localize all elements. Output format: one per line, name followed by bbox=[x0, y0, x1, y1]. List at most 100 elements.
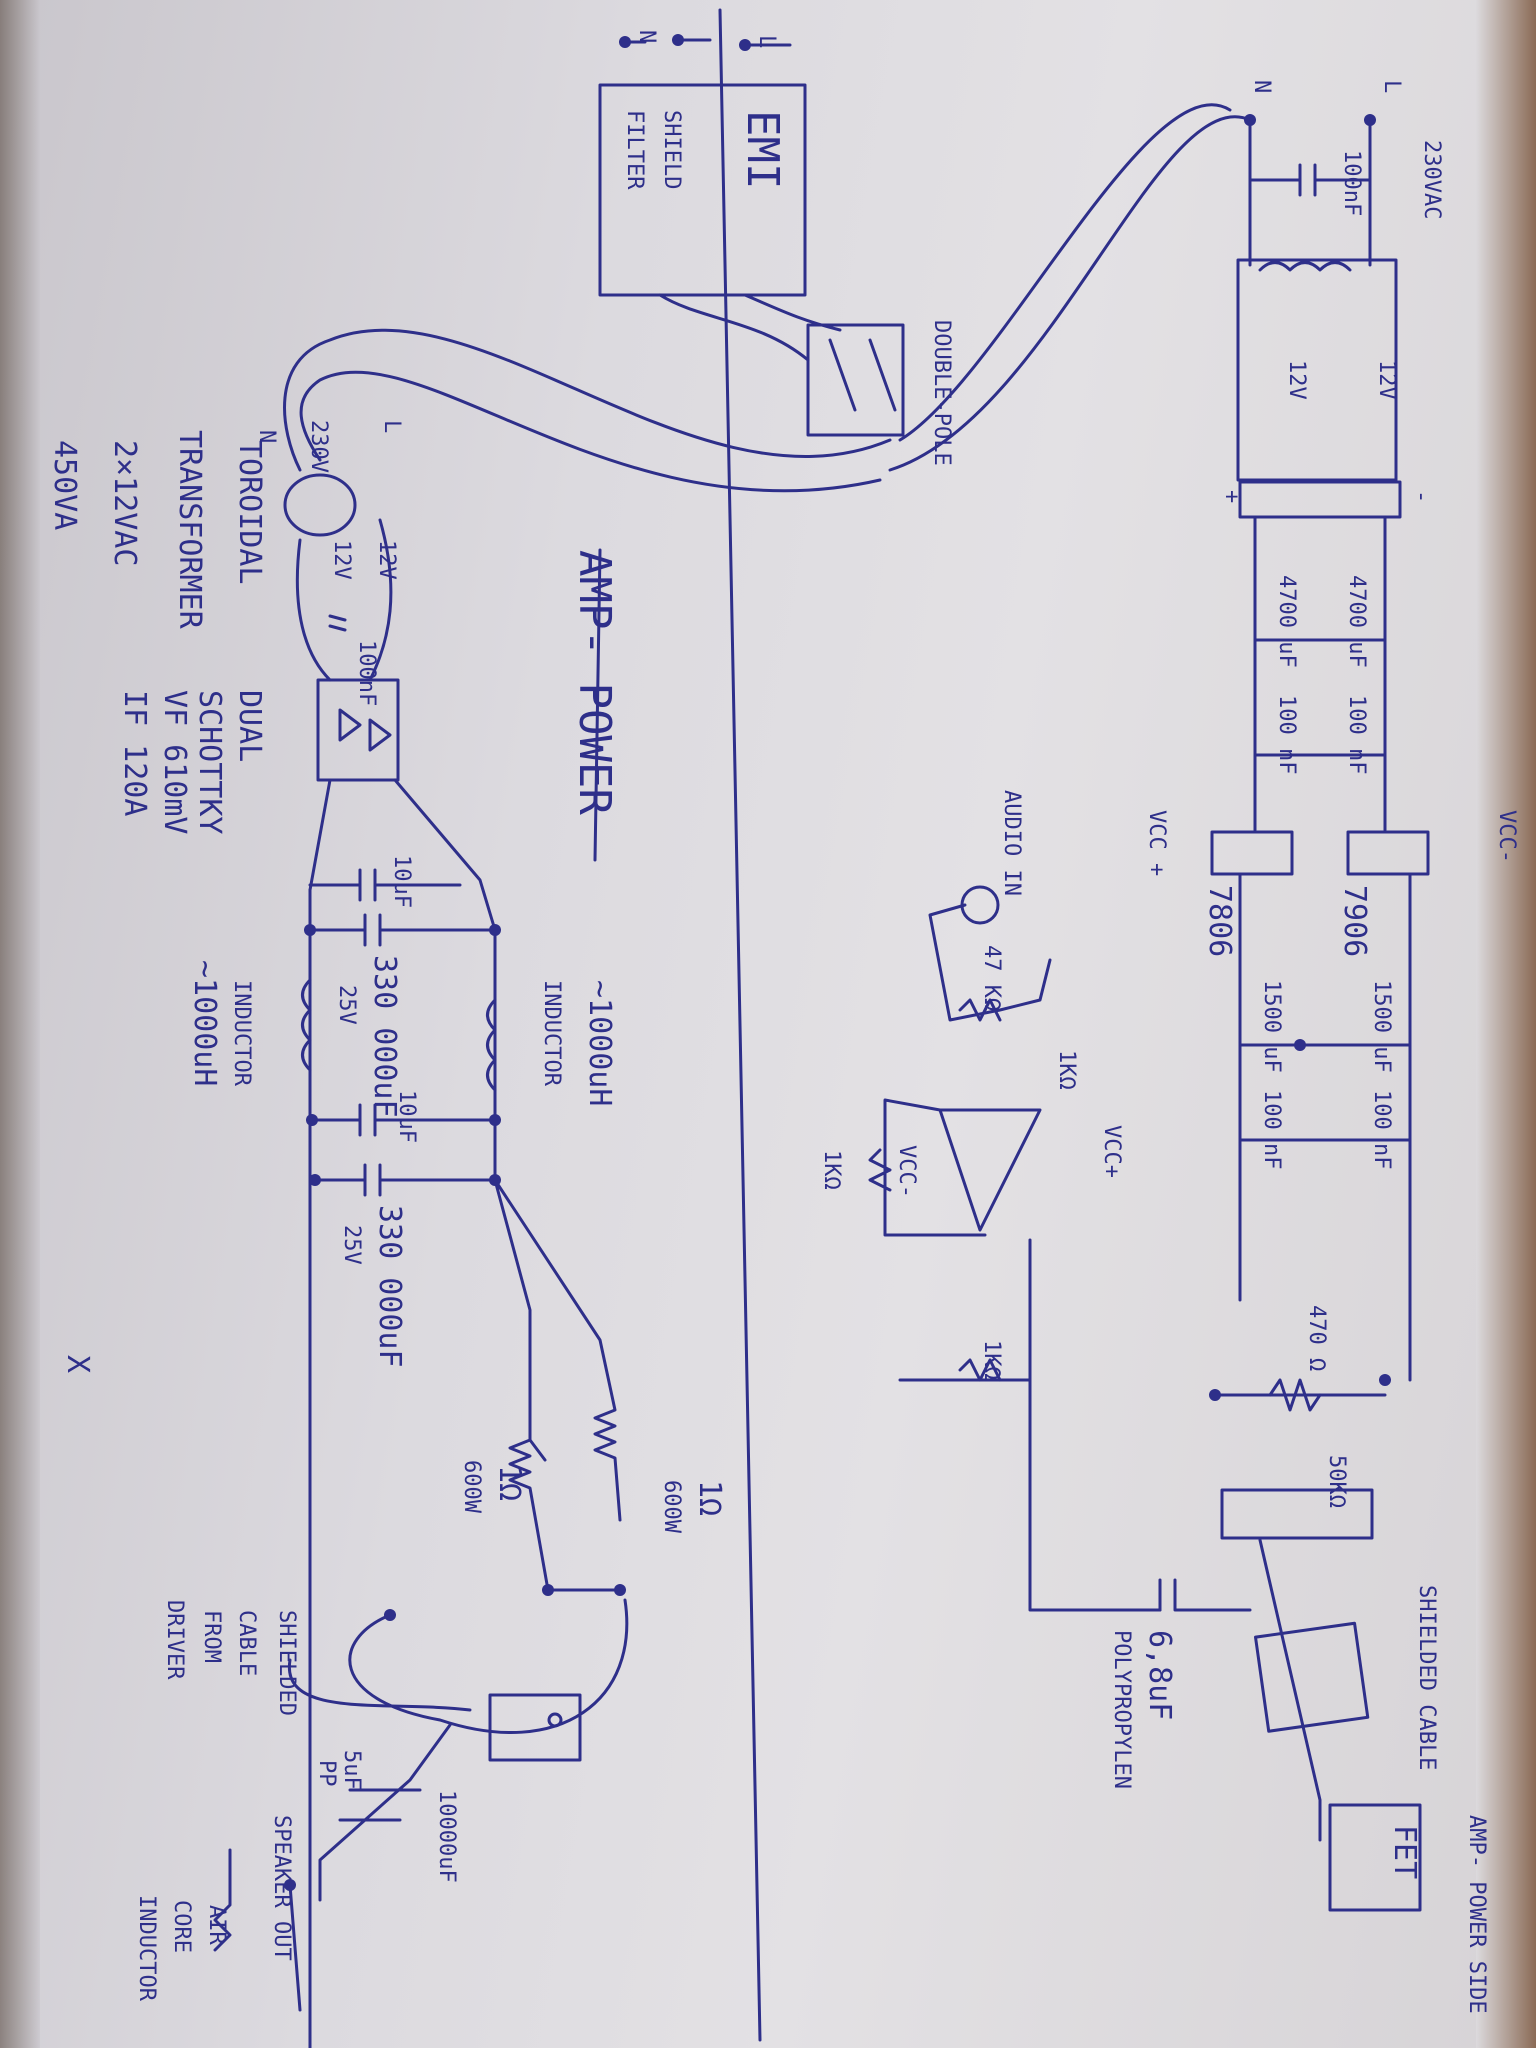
svg-text:100nF: 100nF bbox=[354, 640, 379, 706]
svg-text:1KΩ: 1KΩ bbox=[819, 1150, 844, 1190]
output-capacitors: 5uF PP 10000uF bbox=[314, 1750, 459, 1883]
mains-input: L N bbox=[619, 30, 792, 51]
mains-l-label: L bbox=[754, 35, 779, 48]
emi-filter: EMI SHIELD FILTER bbox=[598, 83, 807, 297]
svg-text:VCC+: VCC+ bbox=[1099, 1125, 1124, 1178]
audio-in-source bbox=[960, 885, 1000, 925]
tr-n-label: N bbox=[254, 430, 279, 443]
title-underline bbox=[593, 548, 602, 862]
shield-label: SHIELD bbox=[659, 110, 684, 189]
svg-text:25V: 25V bbox=[339, 1225, 364, 1265]
svg-text:100 nF: 100 nF bbox=[1274, 695, 1299, 774]
svg-text:AMP- POWER SIDE: AMP- POWER SIDE bbox=[1464, 1815, 1489, 2014]
svg-text:1KΩ: 1KΩ bbox=[979, 1340, 1004, 1380]
svg-text:INDUCTOR: INDUCTOR bbox=[134, 1895, 159, 2002]
svg-text:12V: 12V bbox=[374, 540, 399, 580]
svg-text:IF 120A: IF 120A bbox=[117, 690, 152, 816]
emi-label: EMI bbox=[737, 110, 788, 189]
filter-capacitors: 10uF 330 000uF 25V 10uF 330 000uF 25V bbox=[304, 855, 501, 1368]
svg-text:SPEAKER OUT: SPEAKER OUT bbox=[269, 1815, 294, 1961]
cable-to-right bbox=[888, 103, 1252, 472]
shielded-cable-driver-label: SHIELDED CABLE FROM DRIVER bbox=[162, 1600, 299, 1716]
svg-text:6,8uF: 6,8uF bbox=[1142, 1630, 1177, 1720]
svg-text:5uF: 5uF bbox=[339, 1750, 364, 1790]
svg-text:VCC-: VCC- bbox=[1494, 810, 1519, 863]
opamp bbox=[938, 1108, 1042, 1232]
cable-n bbox=[299, 370, 882, 493]
svg-text:600W: 600W bbox=[659, 1480, 684, 1534]
svg-text:FROM: FROM bbox=[199, 1610, 224, 1663]
schottky-rectifier bbox=[316, 678, 400, 782]
tr-primary-label: 230V bbox=[306, 420, 331, 473]
svg-text:100 nF: 100 nF bbox=[1344, 695, 1369, 774]
svg-text:N: N bbox=[1249, 80, 1274, 93]
svg-text:~1000uH: ~1000uH bbox=[187, 960, 222, 1086]
svg-text:PP: PP bbox=[314, 1760, 339, 1787]
svg-text:7906: 7906 bbox=[1337, 885, 1372, 957]
load-resistors: 1Ω 600W 1Ω 600W bbox=[459, 1178, 727, 1596]
svg-text:330 000uF: 330 000uF bbox=[372, 1205, 407, 1368]
svg-text:INDUCTOR: INDUCTOR bbox=[229, 980, 254, 1087]
svg-text:CORE: CORE bbox=[169, 1900, 194, 1953]
svg-text:VF 610mV: VF 610mV bbox=[157, 690, 192, 835]
right-schematic: L N 230VAC 100nF 12V 12V + - 4700 uF 470… bbox=[819, 80, 1519, 2014]
paper-fold-line bbox=[718, 8, 762, 2042]
svg-text:SCHOTTKY: SCHOTTKY bbox=[192, 690, 227, 835]
svg-text:100 nF: 100 nF bbox=[1259, 1090, 1284, 1169]
svg-text:+: + bbox=[1219, 490, 1244, 503]
double-pole-switch: DOUBLE-POLE bbox=[658, 293, 954, 466]
filter-rails bbox=[308, 888, 497, 2048]
svg-text:10000uF: 10000uF bbox=[434, 1790, 459, 1883]
output-stage bbox=[284, 1598, 629, 1902]
svg-text:~1000uH: ~1000uH bbox=[582, 980, 617, 1106]
svg-text:1Ω: 1Ω bbox=[492, 1465, 527, 1501]
transformer-description: TOROIDAL TRANSFORMER 2×12VAC 450VA bbox=[47, 430, 267, 630]
svg-text:SHIELDED CABLE: SHIELDED CABLE bbox=[1414, 1585, 1439, 1770]
svg-text:4700 uF: 4700 uF bbox=[1274, 575, 1299, 668]
rectifier-out bbox=[308, 778, 497, 932]
svg-text:CABLE: CABLE bbox=[234, 1610, 259, 1676]
filter-label: FILTER bbox=[622, 110, 647, 190]
svg-text:10uF: 10uF bbox=[389, 855, 414, 908]
table-corner bbox=[1476, 0, 1536, 2048]
svg-text:450VA: 450VA bbox=[47, 440, 82, 530]
svg-text:600W: 600W bbox=[459, 1460, 484, 1514]
svg-text:50KΩ: 50KΩ bbox=[1324, 1455, 1349, 1508]
x-mark: X bbox=[60, 1355, 95, 1373]
cable-l bbox=[283, 328, 892, 472]
speaker-output: SPEAKER OUT AIR CORE INDUCTOR bbox=[134, 1815, 302, 2012]
page-title: AMP- POWER bbox=[569, 550, 620, 815]
svg-text:TOROIDAL: TOROIDAL bbox=[232, 440, 267, 585]
svg-text:330 000uF: 330 000uF bbox=[367, 955, 402, 1118]
svg-text:TRANSFORMER: TRANSFORMER bbox=[172, 430, 207, 630]
svg-text:12V: 12V bbox=[1284, 360, 1309, 400]
svg-text:2×12VAC: 2×12VAC bbox=[107, 440, 142, 566]
svg-text:100 nF: 100 nF bbox=[1369, 1090, 1394, 1169]
svg-text:1Ω: 1Ω bbox=[692, 1480, 727, 1516]
svg-text:1500 uF: 1500 uF bbox=[1259, 980, 1284, 1073]
svg-text:VCC-: VCC- bbox=[894, 1145, 919, 1198]
svg-text:POLYPROPYLEN: POLYPROPYLEN bbox=[1109, 1630, 1134, 1789]
mains-n-label: N bbox=[634, 30, 659, 43]
svg-text:470 Ω: 470 Ω bbox=[1304, 1305, 1329, 1371]
schottky-description: DUAL SCHOTTKY VF 610mV IF 120A bbox=[117, 690, 267, 835]
svg-text:1KΩ: 1KΩ bbox=[1054, 1050, 1079, 1090]
svg-text:12V: 12V bbox=[1374, 360, 1399, 400]
svg-text:DRIVER: DRIVER bbox=[162, 1600, 187, 1680]
svg-text:12V: 12V bbox=[329, 540, 354, 580]
shield-wiper bbox=[1258, 1538, 1322, 1842]
table-edge bbox=[0, 0, 40, 2048]
double-pole-label: DOUBLE-POLE bbox=[929, 320, 954, 466]
tr-l-label: L bbox=[379, 420, 404, 433]
svg-text:4700 uF: 4700 uF bbox=[1344, 575, 1369, 668]
filter-inductors: ~1000uH INDUCTOR INDUCTOR ~1000uH bbox=[187, 960, 617, 1106]
svg-text:230VAC: 230VAC bbox=[1419, 140, 1444, 219]
svg-text:AIR: AIR bbox=[204, 1905, 229, 1945]
svg-text:-: - bbox=[1409, 490, 1434, 503]
svg-text:DUAL: DUAL bbox=[232, 690, 267, 762]
svg-text:AUDIO IN: AUDIO IN bbox=[999, 790, 1024, 896]
svg-text:7806: 7806 bbox=[1202, 885, 1237, 957]
svg-text:FET: FET bbox=[1387, 1825, 1422, 1879]
